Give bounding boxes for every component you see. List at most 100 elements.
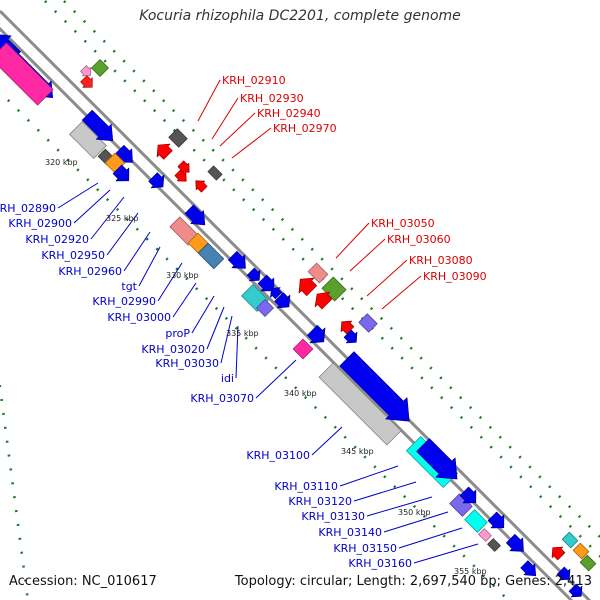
leader-line xyxy=(398,527,463,549)
leader-line xyxy=(57,182,99,209)
gene-box xyxy=(187,232,209,254)
gene-arrow xyxy=(274,292,291,309)
gene-arrow xyxy=(340,320,355,335)
scale-label: 335 kbp xyxy=(226,329,259,338)
accession-text: Accession: NC_010617 xyxy=(9,574,157,589)
leader-line xyxy=(353,481,417,502)
reverse-gene-label: KRH_03140 xyxy=(318,526,382,539)
reverse-gene-label: KRH_03150 xyxy=(333,542,397,555)
gene-box xyxy=(292,338,314,360)
gene-box xyxy=(318,362,402,446)
reverse-gene-label: KRH_03020 xyxy=(141,343,205,356)
reverse-gene-label: KRH_03100 xyxy=(246,449,310,462)
gene-arrow xyxy=(81,109,114,142)
reverse-gene-label: tgt xyxy=(121,280,137,293)
gene-arrow xyxy=(551,546,566,561)
scale-label: 320 kbp xyxy=(45,158,78,167)
leader-line xyxy=(123,231,151,272)
gene-box xyxy=(91,59,109,77)
scale-label: 350 kbp xyxy=(398,508,431,517)
gene-arrow xyxy=(112,164,130,182)
gene-box xyxy=(449,493,473,517)
leader-line xyxy=(339,465,399,487)
reverse-gene-label: KRH_03130 xyxy=(301,510,365,523)
leader-line xyxy=(206,306,225,350)
reverse-gene-label: idi xyxy=(221,372,234,385)
gene-arrow xyxy=(174,169,187,182)
gene-arrow xyxy=(80,75,93,88)
gene-arrow xyxy=(416,438,458,480)
topology-text: Topology: circular; Length: 2,697,540 bp… xyxy=(234,574,592,589)
gene-arrow xyxy=(568,583,583,598)
reverse-gene-label: KRH_03110 xyxy=(274,480,338,493)
gene-arrow xyxy=(298,277,318,297)
leader-line xyxy=(366,259,408,297)
gene-arrow xyxy=(505,534,524,552)
gene-arrow xyxy=(343,329,358,344)
gene-box xyxy=(358,313,378,333)
forward-gene-label: KRH_02930 xyxy=(240,92,304,105)
leader-line xyxy=(219,112,256,147)
reverse-gene-label: KRH_03070 xyxy=(190,392,254,405)
gene-box xyxy=(487,538,501,552)
gene-features xyxy=(0,34,597,598)
gene-arrow xyxy=(459,486,477,504)
reverse-gene-label: KRH_02900 xyxy=(8,217,72,230)
forward-gene-label: KRH_03090 xyxy=(423,270,487,283)
scale-label: 345 kbp xyxy=(341,447,374,456)
gene-box xyxy=(69,121,107,159)
reverse-gene-label: KRH_03160 xyxy=(348,557,412,570)
leader-line xyxy=(413,543,479,564)
gene-arrow xyxy=(195,180,208,193)
reverse-gene-label: KRH_03000 xyxy=(107,311,171,324)
reverse-gene-label: KRH_02890 xyxy=(0,202,56,215)
reverse-gene-label: KRH_02990 xyxy=(92,295,156,308)
scale-label: 330 kbp xyxy=(166,271,199,280)
gene-arrow xyxy=(246,267,261,282)
dotted-guide-line xyxy=(0,377,30,600)
leader-line xyxy=(366,496,433,517)
leader-line xyxy=(197,79,221,122)
gene-box xyxy=(561,531,579,549)
gene-box xyxy=(168,128,188,148)
leader-line xyxy=(106,212,139,256)
gene-box xyxy=(0,42,54,106)
gene-arrow xyxy=(257,274,275,292)
leader-line xyxy=(231,127,272,159)
gene-arrow xyxy=(80,65,92,77)
leader-line xyxy=(220,315,233,364)
dotted-guide-line xyxy=(0,90,510,600)
label-leader-lines xyxy=(57,79,479,564)
scale-labels: 320 kbp 325 kbp 330 kbp 335 kbp 340 kbp 345 k… xyxy=(45,158,487,576)
gene-arrow xyxy=(487,511,505,529)
scale-label: 325 kbp xyxy=(106,214,139,223)
gene-arrow xyxy=(520,560,537,577)
gene-box xyxy=(256,299,274,317)
leader-line xyxy=(349,238,386,272)
leader-line xyxy=(157,262,183,302)
reverse-gene-label: KRH_03030 xyxy=(155,357,219,370)
gene-box xyxy=(197,242,225,270)
gene-arrow xyxy=(184,204,206,226)
forward-gene-label: KRH_03050 xyxy=(371,217,435,230)
forward-gene-label: KRH_03080 xyxy=(409,254,473,267)
leader-line xyxy=(383,511,449,533)
gene-arrow xyxy=(314,291,333,310)
forward-gene-label: KRH_02940 xyxy=(257,107,321,120)
leader-line xyxy=(90,196,125,240)
gene-arrow xyxy=(156,143,173,160)
gene-box xyxy=(321,276,347,302)
forward-gene-label: KRH_03060 xyxy=(387,233,451,246)
gene-arrow xyxy=(339,351,410,422)
leader-line xyxy=(73,189,111,224)
reverse-gene-label: KRH_02920 xyxy=(25,233,89,246)
gene-box xyxy=(572,542,590,560)
forward-gene-label: KRH_02910 xyxy=(222,74,286,87)
leader-line xyxy=(191,295,215,334)
scale-label: 340 kbp xyxy=(284,389,317,398)
leader-line xyxy=(235,325,239,379)
leader-line xyxy=(335,222,370,259)
